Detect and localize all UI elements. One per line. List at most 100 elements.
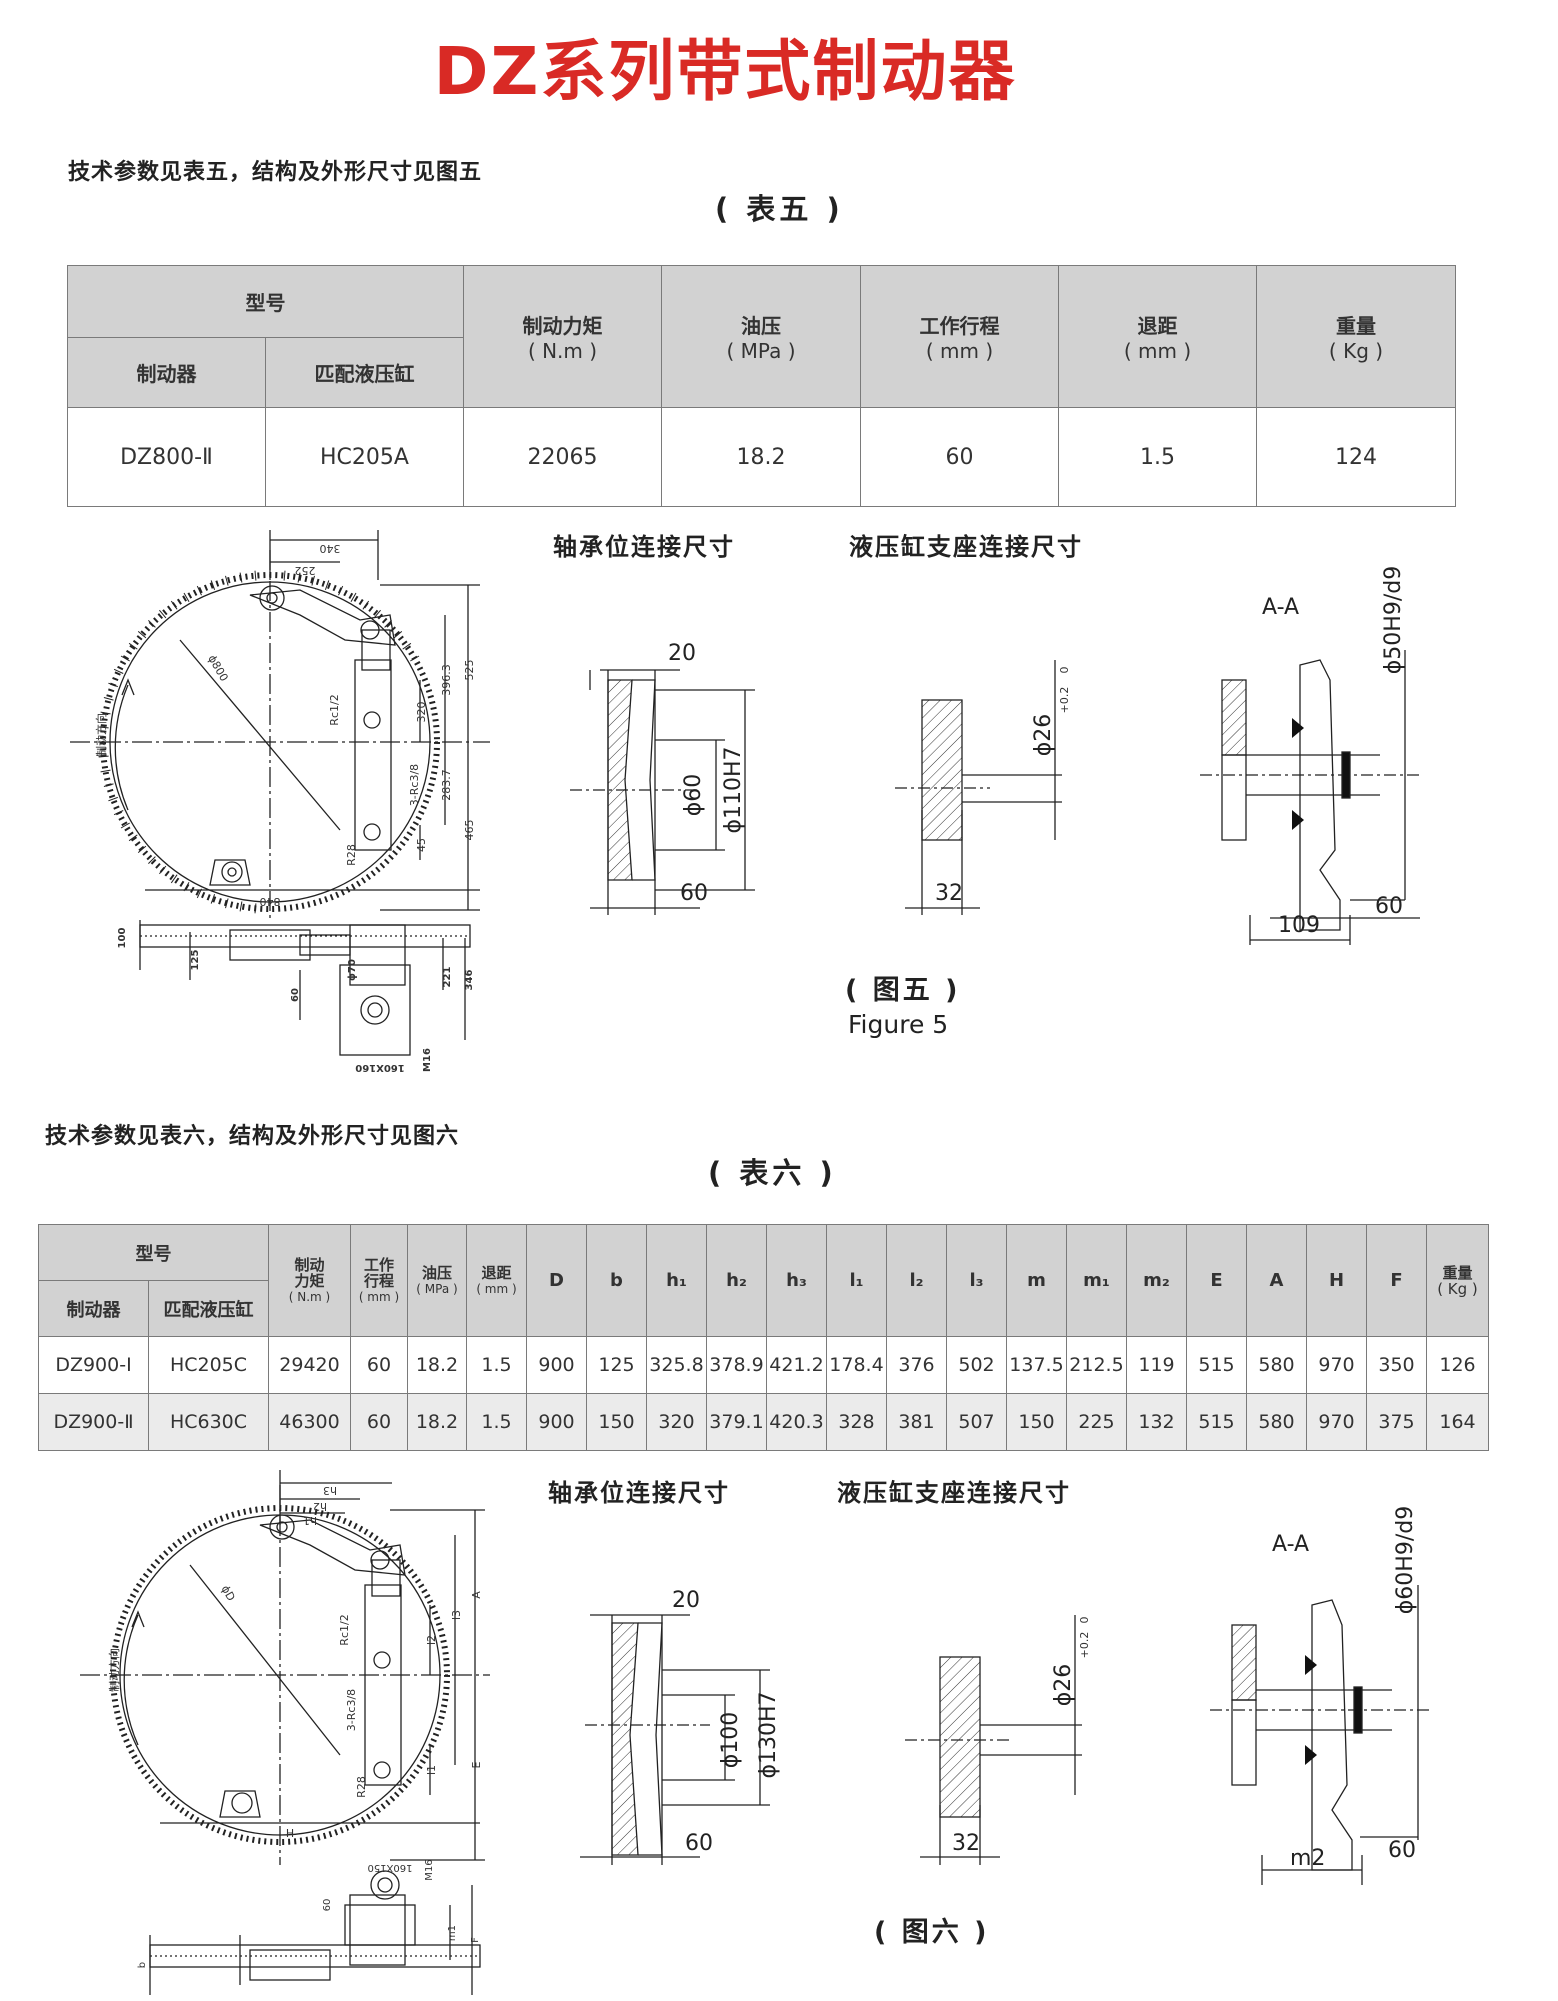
dim-phi110: ϕ110H7 xyxy=(721,746,746,833)
figure-5-drawing: 340 252 840 525 396.3 320 283.7 465 45 R… xyxy=(70,530,1420,1073)
t5-header-torque: 制动力矩( N.m ) xyxy=(463,265,662,408)
t5-header-pressure: 油压( MPa ) xyxy=(661,265,861,408)
dim-phi100: ϕ100 xyxy=(718,1712,743,1769)
dim-phiD: ϕD xyxy=(218,1583,237,1603)
dim-160: 160X160 xyxy=(355,1062,405,1073)
t6-cell: 379.1 xyxy=(706,1393,767,1451)
t6-cell: 502 xyxy=(946,1336,1007,1394)
t6-header-D: D xyxy=(526,1224,587,1337)
t6-header-F: F xyxy=(1366,1224,1427,1337)
t5-header-retreat: 退距( mm ) xyxy=(1058,265,1257,408)
t6-header-l3: l₃ xyxy=(946,1224,1007,1337)
t6-cell: 900 xyxy=(526,1393,587,1451)
dim-525: 525 xyxy=(463,660,476,681)
section6-intro: 技术参数见表六，结构及外形尺寸见图六 xyxy=(45,1124,460,1149)
t6-cell: 420.3 xyxy=(766,1393,827,1451)
t6-cell: 970 xyxy=(1306,1336,1367,1394)
figure5-caption: ( 图五 ) xyxy=(845,975,961,1006)
table6-caption: ( 表六 ) xyxy=(708,1156,837,1190)
t6-header-H: H xyxy=(1306,1224,1367,1337)
t6-header-h2: h₂ xyxy=(706,1224,767,1337)
t6-cell: 150 xyxy=(586,1393,647,1451)
dim-phi70: ϕ70 xyxy=(347,959,358,981)
bearing-connection-drawing xyxy=(570,669,755,915)
dim-32: 32 xyxy=(935,881,963,906)
t6-cell: 1.5 xyxy=(466,1336,527,1394)
dim-rc38: 3-Rc3/8 xyxy=(408,764,421,806)
t6-cell: 132 xyxy=(1126,1393,1187,1451)
support-connection-drawing xyxy=(905,1615,1082,1865)
dim-221: 221 xyxy=(442,967,453,988)
dim-320: 320 xyxy=(415,702,428,723)
t6-cell: 381 xyxy=(886,1393,947,1451)
t6-cell: 60 xyxy=(350,1393,408,1451)
t6-header-b: b xyxy=(586,1224,647,1337)
dim-rc12: Rc1/2 xyxy=(338,1614,351,1645)
dim-h1: h1 xyxy=(303,1514,317,1527)
t5-cell: 124 xyxy=(1256,407,1456,507)
dim-phi60: ϕ60 xyxy=(681,774,706,817)
t6-cell: 212.5 xyxy=(1066,1336,1127,1394)
dim-346: 346 xyxy=(464,970,475,991)
t5-cell: 60 xyxy=(860,407,1059,507)
t6-header-h3: h₃ xyxy=(766,1224,827,1337)
t6-header-retreat: 退距( mm ) xyxy=(466,1224,527,1337)
dim-rc38: 3-Rc3/8 xyxy=(345,1689,358,1731)
t5-header-cylinder: 匹配液压缸 xyxy=(265,337,464,408)
t6-cell: HC630C xyxy=(148,1393,269,1451)
t5-cell: 22065 xyxy=(463,407,662,507)
t6-header-E: E xyxy=(1186,1224,1247,1337)
dim-m1: m1 xyxy=(447,1925,458,1941)
t6-header-model: 型号 xyxy=(38,1224,269,1281)
dim-45: 45 xyxy=(415,838,428,852)
t6-header-l1: l₁ xyxy=(826,1224,887,1337)
t6-cell: 350 xyxy=(1366,1336,1427,1394)
figure6-caption: ( 图六 ) xyxy=(874,1917,990,1948)
dim-h3: h3 xyxy=(323,1484,337,1497)
dim-60b: 60 xyxy=(1375,894,1403,919)
brake-direction-label: 制动方向 xyxy=(94,713,108,757)
dim-60c: 60 xyxy=(322,1899,333,1912)
t6-header-weight: 重量( Kg ) xyxy=(1426,1224,1489,1337)
dim-l3: l3 xyxy=(450,1610,463,1620)
dim-32: 32 xyxy=(952,1831,980,1856)
t6-header-stroke: 工作行程( mm ) xyxy=(350,1224,408,1337)
t5-header-brake: 制动器 xyxy=(67,337,266,408)
dim-840: 840 xyxy=(260,895,281,908)
fig6-bearing-label: 轴承位连接尺寸 xyxy=(548,1479,730,1507)
t6-cell: 137.5 xyxy=(1006,1336,1067,1394)
t6-header-m2: m₂ xyxy=(1126,1224,1187,1337)
t6-cell: 60 xyxy=(350,1336,408,1394)
dim-tol0: 0 xyxy=(1058,667,1071,674)
dim-109: 109 xyxy=(1278,913,1320,938)
t6-header-l2: l₂ xyxy=(886,1224,947,1337)
dim-r28: R28 xyxy=(355,1776,368,1798)
t6-cell: 325.8 xyxy=(646,1336,707,1394)
dim-tol0: 0 xyxy=(1078,1617,1091,1624)
t6-cell: 375 xyxy=(1366,1393,1427,1451)
t6-cell: 376 xyxy=(886,1336,947,1394)
t6-cell: 378.9 xyxy=(706,1336,767,1394)
dim-20: 20 xyxy=(672,1588,700,1613)
dim-60c: 60 xyxy=(290,988,301,1002)
support-connection-drawing xyxy=(895,660,1062,915)
t6-header-h1: h₁ xyxy=(646,1224,707,1337)
t5-cell: 1.5 xyxy=(1058,407,1257,507)
dim-60: 60 xyxy=(680,881,708,906)
dim-l2: l2 xyxy=(425,1635,438,1645)
dim-aa: A-A xyxy=(1262,595,1299,620)
dim-E: E xyxy=(470,1761,483,1768)
dim-20: 20 xyxy=(668,641,696,666)
aa-section-drawing xyxy=(1210,1585,1430,1885)
t6-cell: 46300 xyxy=(268,1393,351,1451)
t6-header-m1: m₁ xyxy=(1066,1224,1127,1337)
hydraulic-cylinder xyxy=(364,1584,402,1786)
t5-cell: 18.2 xyxy=(661,407,861,507)
table-row: DZ800-Ⅱ HC205A 22065 18.2 60 1.5 124 xyxy=(67,407,1456,507)
t5-header-weight: 重量( Kg ) xyxy=(1256,265,1456,408)
dim-tol: +0.2 xyxy=(1078,1632,1091,1659)
t6-cell: 164 xyxy=(1426,1393,1489,1451)
dim-340: 340 xyxy=(320,542,341,555)
